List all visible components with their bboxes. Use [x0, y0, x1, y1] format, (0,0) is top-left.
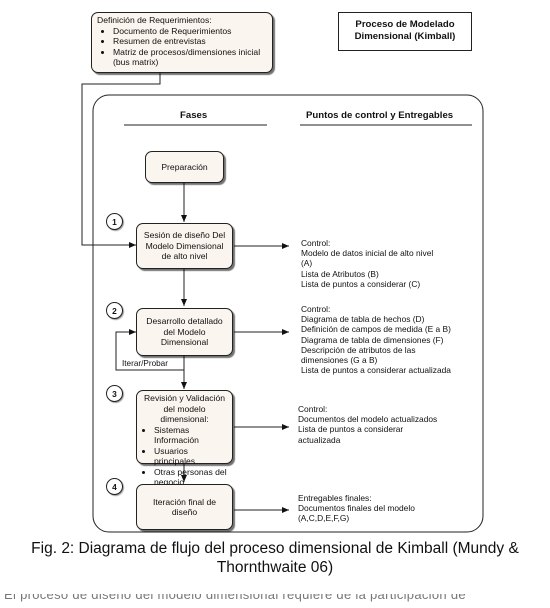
- requirements-feedback-line: [81, 73, 161, 248]
- cut-off-paragraph: El proceso de diseño del modelo dimensio…: [0, 594, 550, 608]
- iterate-loop-line: [115, 329, 184, 371]
- step-preparation: Preparación: [145, 151, 224, 183]
- process-title-line: Dimensional (Kimball): [354, 31, 456, 42]
- checkpoint-note-3: Control: Documentos del modelo actualiza…: [298, 404, 437, 445]
- note-line: dimensiones (G a B): [301, 355, 378, 366]
- step-3-item: Usuarios principales: [154, 446, 229, 467]
- requirements-list: Documento de Requerimientos Resumen de e…: [97, 26, 267, 68]
- note-line: (A,C,D,E,F,G): [298, 513, 350, 524]
- note-line: Documentos del modelo actualizados: [298, 414, 438, 425]
- note-line: Modelo de datos inicial de alto nivel: [301, 248, 434, 259]
- step-3-item: Otras personas del negocio: [154, 467, 229, 488]
- cut-off-text: El proceso de diseño del modelo dimensio…: [4, 594, 466, 602]
- process-title-box: Proceso de Modelado Dimensional (Kimball…: [338, 12, 472, 51]
- figure-caption-line: Fig. 2: Diagrama de flujo del proceso di…: [31, 540, 519, 557]
- step-number-badge: 4: [106, 478, 123, 495]
- note-line: Descripción de atributos de las: [301, 344, 416, 355]
- note-line: Diagrama de tabla de dimensiones (F): [301, 334, 444, 345]
- step-2-box: Desarrollo detallado del Modelo Dimensio…: [136, 308, 233, 356]
- note-line: Control:: [301, 238, 331, 248]
- step-2-label: Desarrollo detallado del Modelo Dimensio…: [146, 316, 223, 348]
- step-4-label: Iteración final de diseño: [152, 496, 217, 518]
- checkpoint-note-1: Control: Modelo de datos inicial de alto…: [301, 238, 433, 289]
- figure-caption: Fig. 2: Diagrama de flujo del proceso di…: [0, 539, 550, 577]
- note-line: Entregables finales:: [298, 493, 372, 503]
- requirements-item: Resumen de entrevistas: [113, 36, 267, 47]
- step-3-box: Revisión y Validación del modelo dimensi…: [136, 390, 233, 487]
- note-line: Control:: [301, 304, 331, 314]
- note-line: Control:: [298, 404, 328, 414]
- phases-header: Fases: [180, 110, 208, 121]
- requirements-item: Documento de Requerimientos: [113, 26, 267, 37]
- step-4-box: Iteración final de diseño: [136, 484, 233, 530]
- requirements-heading: Definición de Requerimientos:: [97, 15, 212, 25]
- note-line: Definición de campos de medida (E a B): [301, 324, 451, 335]
- note-line: Lista de puntos a considerar: [298, 424, 404, 435]
- iterate-loop-label: Iterar/Probar: [122, 359, 168, 368]
- step-3-heading: Revisión y Validación del modelo dimensi…: [143, 393, 226, 424]
- note-line: actualizada: [298, 434, 341, 445]
- step-3-item: Sistemas Información: [154, 425, 229, 446]
- note-line: Diagrama de tabla de hechos (D): [301, 314, 425, 325]
- figure-caption-line: Thornthwaite 06): [216, 559, 334, 576]
- note-line: Lista de puntos a considerar (C): [301, 278, 421, 289]
- phases-container: [92, 94, 484, 533]
- requirements-item: Matriz de procesos/dimensiones inicial (…: [113, 47, 267, 68]
- checkpoint-note-4: Entregables finales: Documentos finales …: [298, 493, 415, 524]
- note-line: Lista de puntos a considerar actualizada: [301, 365, 451, 376]
- step-number-badge: 2: [106, 302, 123, 319]
- step-number-badge: 3: [106, 385, 123, 402]
- note-line: Lista de Atributos (B): [301, 268, 379, 279]
- note-line: Documentos finales del modelo: [298, 503, 415, 514]
- requirements-box: Definición de Requerimientos: Documento …: [91, 12, 273, 73]
- step-number-badge: 1: [106, 213, 123, 230]
- step-1-label: Sesión de diseño Del Modelo Dimensional …: [143, 230, 226, 262]
- checkpoints-header: Puntos de control y Entregables: [306, 110, 454, 121]
- checkpoint-note-2: Control: Diagrama de tabla de hechos (D)…: [301, 304, 451, 375]
- step-3-list: Sistemas Información Usuarios principale…: [140, 425, 229, 488]
- step-1-box: Sesión de diseño Del Modelo Dimensional …: [136, 223, 233, 269]
- process-title-line: Proceso de Modelado: [355, 19, 455, 30]
- step-preparation-label: Preparación: [161, 161, 208, 172]
- note-line: (A): [301, 258, 313, 269]
